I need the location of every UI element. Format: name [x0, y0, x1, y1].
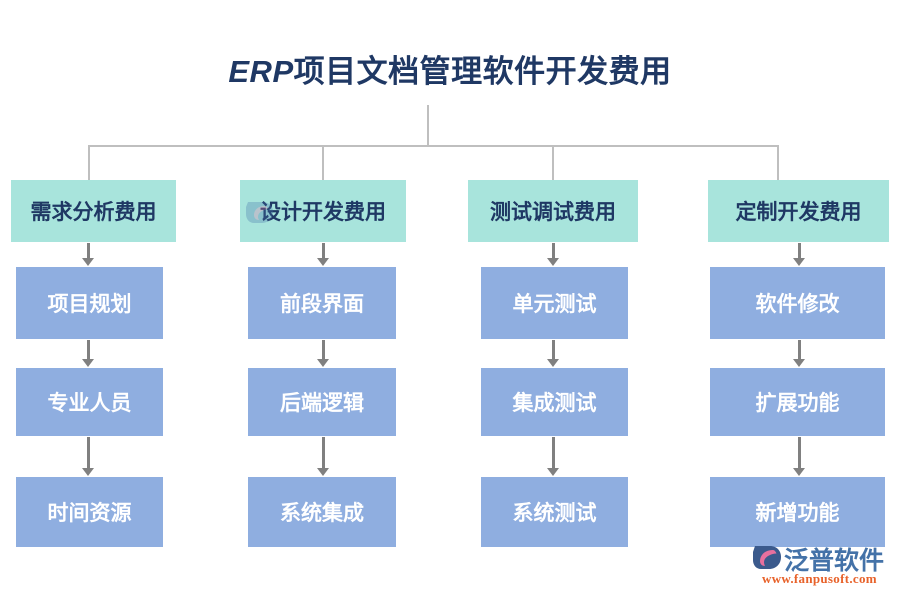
column-3-item-3[interactable]: 系统测试 [481, 477, 628, 547]
brand-logo: 泛普软件 www.fanpusoft.com [752, 541, 898, 593]
connector-drop-col-1 [88, 145, 90, 181]
column-2-item-3[interactable]: 系统集成 [248, 477, 396, 547]
arrow-col-4-0 [787, 243, 811, 267]
arrow-col-1-1 [76, 340, 100, 368]
column-4-item-1[interactable]: 软件修改 [710, 267, 885, 339]
arrow-col-4-1 [787, 340, 811, 368]
column-header-3[interactable]: 测试调试费用 [468, 180, 638, 242]
arrow-col-2-2 [311, 437, 335, 477]
logo-url: www.fanpusoft.com [762, 571, 877, 586]
column-header-2[interactable]: 设计开发费用 [240, 180, 406, 242]
arrow-col-1-2 [76, 437, 100, 477]
column-1-item-3[interactable]: 时间资源 [16, 477, 163, 547]
arrow-col-3-2 [541, 437, 565, 477]
column-4-item-2[interactable]: 扩展功能 [710, 368, 885, 436]
column-3-item-2[interactable]: 集成测试 [481, 368, 628, 436]
fanpu-swirl-icon [753, 546, 781, 569]
page-title-rest: 项目文档管理软件开发费用 [293, 54, 672, 89]
connector-drop-col-3 [552, 145, 554, 181]
logo-wordmark: 泛普软件 [784, 548, 885, 575]
arrow-col-4-2 [787, 437, 811, 477]
arrow-col-3-0 [541, 243, 565, 267]
column-4-item-3[interactable]: 新增功能 [710, 477, 885, 547]
arrow-col-2-0 [311, 243, 335, 267]
connector-drop-col-4 [777, 145, 779, 181]
column-2-item-2[interactable]: 后端逻辑 [248, 368, 396, 436]
arrow-col-1-0 [76, 243, 100, 267]
column-header-1[interactable]: 需求分析费用 [11, 180, 176, 242]
arrow-col-2-1 [311, 340, 335, 368]
connector-stem [427, 105, 429, 146]
connector-bus [88, 145, 779, 147]
page-title-latin: ERP [228, 54, 294, 89]
column-2-item-1[interactable]: 前段界面 [248, 267, 396, 339]
column-header-4[interactable]: 定制开发费用 [708, 180, 889, 242]
column-1-item-2[interactable]: 专业人员 [16, 368, 163, 436]
connector-drop-col-2 [322, 145, 324, 181]
arrow-col-3-1 [541, 340, 565, 368]
page-title: ERP项目文档管理软件开发费用 [0, 46, 900, 91]
column-1-item-1[interactable]: 项目规划 [16, 267, 163, 339]
column-3-item-1[interactable]: 单元测试 [481, 267, 628, 339]
